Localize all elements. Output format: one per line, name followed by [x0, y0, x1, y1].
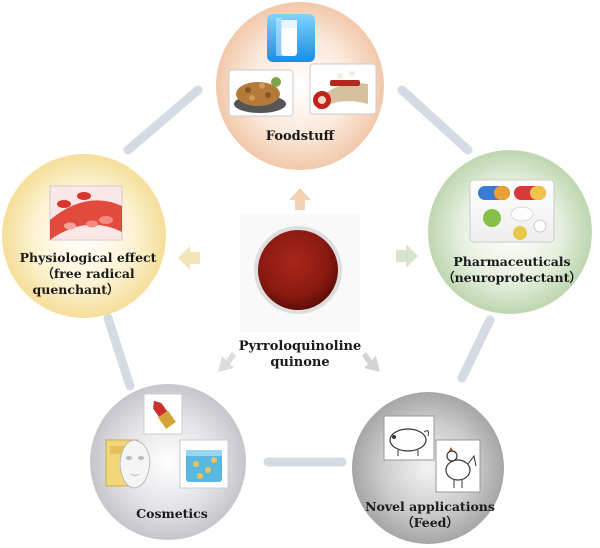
- cosmetics-circle: [90, 384, 246, 540]
- pig-sketch-icon: [383, 415, 435, 461]
- arrows: [178, 188, 418, 372]
- cream-jar-icon: [179, 439, 229, 489]
- physiological-label-line2: （free radical: [41, 266, 135, 281]
- chicken-sketch-icon: [435, 439, 481, 493]
- lipstick-icon: [143, 393, 183, 435]
- center-label-line1: Pyrroloquinoline: [239, 339, 362, 354]
- blood-cells-icon: [49, 185, 123, 241]
- node-cosmetics: Cosmetics: [90, 384, 246, 540]
- pills-icon: [469, 179, 555, 243]
- connector-food-physio: [123, 85, 203, 155]
- node-novel-applications: Novel applications （Feed）: [352, 392, 504, 544]
- arrow-down-left: [218, 352, 236, 372]
- center-node: Pyrroloquinoline quinone: [239, 214, 362, 370]
- center-label-line2: quinone: [270, 355, 329, 370]
- physiological-label-line1: Physiological effect: [20, 250, 157, 265]
- physiological-label-line3: quenchant）: [32, 282, 119, 297]
- cake-roll-icon: [309, 63, 377, 115]
- pqq-powder-icon: [258, 230, 338, 310]
- cosmetics-label: Cosmetics: [136, 506, 208, 521]
- face-mask-icon: [105, 439, 151, 489]
- novel-applications-label-line1: Novel applications: [365, 499, 495, 514]
- granola-dish-icon: [228, 69, 294, 117]
- arrow-down-right: [362, 352, 380, 372]
- foodstuff-label: Foodstuff: [266, 129, 336, 144]
- milk-icon: [267, 14, 315, 62]
- node-physiological-effect: Physiological effect （free radical quenc…: [2, 154, 166, 318]
- pharmaceuticals-label-line2: （neuroprotectant）: [442, 270, 582, 285]
- arrow-up: [289, 188, 311, 210]
- arrow-left: [178, 246, 200, 270]
- arrow-right: [396, 244, 418, 268]
- connector-food-pharma: [397, 85, 473, 155]
- node-foodstuff: Foodstuff: [216, 2, 384, 170]
- connector-physio-cos: [103, 313, 135, 391]
- connector-pharma-novel: [457, 315, 495, 383]
- node-pharmaceuticals: Pharmaceuticals （neuroprotectant）: [428, 150, 592, 314]
- novel-applications-label-line2: （Feed）: [401, 515, 459, 530]
- foodstuff-circle: [216, 2, 384, 170]
- pharmaceuticals-label-line1: Pharmaceuticals: [453, 254, 570, 269]
- connectors: [103, 85, 495, 467]
